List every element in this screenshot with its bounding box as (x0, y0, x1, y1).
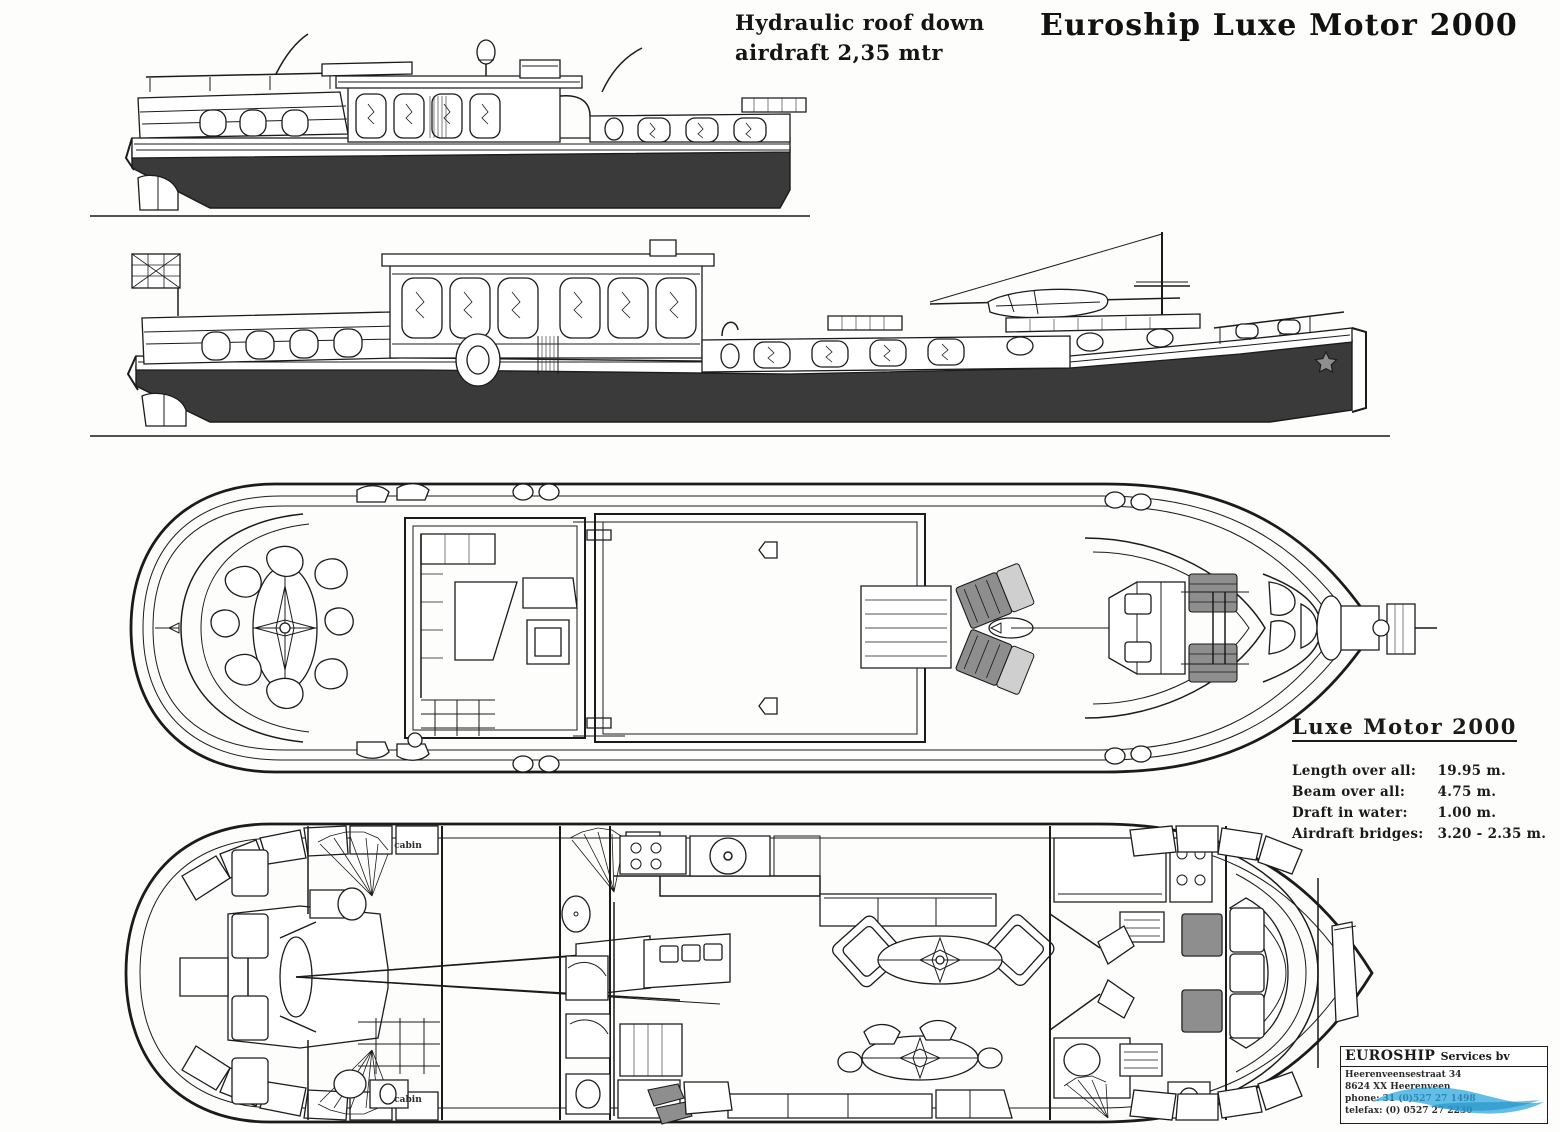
spec-value-airdraft: 3.20 - 2.35 m. (1437, 825, 1547, 842)
company-address: Heerenveensestraat 34 8624 XX Heerenveen… (1341, 1067, 1547, 1121)
drawing-title: Euroship Luxe Motor 2000 (1040, 8, 1518, 43)
spec-label-airdraft: Airdraft bridges: (1292, 825, 1424, 842)
spec-label-length: Length over all: (1292, 762, 1417, 779)
spec-row-beam: Beam over all: 4.75 m. (1292, 781, 1546, 802)
view-profile-full-starboard (90, 232, 1390, 450)
spec-label-beam: Beam over all: (1292, 783, 1406, 800)
spec-table: Length over all: 19.95 m. Beam over all:… (1292, 760, 1546, 844)
specification-block: Luxe Motor 2000 Length over all: 19.95 m… (1292, 714, 1546, 844)
view-profile-bow-section (90, 30, 810, 230)
spec-row-length: Length over all: 19.95 m. (1292, 760, 1546, 781)
company-address-line1: Heerenveensestraat 34 (1345, 1070, 1462, 1080)
spec-row-airdraft: Airdraft bridges: 3.20 - 2.35 m. (1292, 823, 1546, 844)
hydraulic-roof-note-line1: Hydraulic roof down (735, 10, 985, 35)
spec-label-draft: Draft in water: (1292, 804, 1408, 821)
spec-heading: Luxe Motor 2000 (1292, 714, 1518, 742)
spec-row-draft: Draft in water: 1.00 m. (1292, 802, 1546, 823)
company-name-row: EUROSHIP Services bv (1341, 1047, 1547, 1067)
company-address-line4: telefax: (0) 0527 27 2230 (1345, 1105, 1473, 1116)
plan-label-cabin-lower: cabin (394, 1095, 422, 1105)
view-deck-plan (125, 478, 1437, 778)
company-name-suffix: Services bv (1440, 1050, 1510, 1063)
company-info-box: EUROSHIP Services bv Heerenveensestraat … (1340, 1046, 1548, 1124)
company-name: EUROSHIP (1345, 1048, 1436, 1064)
company-address-line2: 8624 XX Heerenveen (1345, 1081, 1451, 1092)
hydraulic-roof-note: Hydraulic roof down airdraft 2,35 mtr (735, 8, 985, 69)
company-address-line3: phone: 31 (0)527 27 1498 (1345, 1093, 1476, 1104)
spec-value-draft: 1.00 m. (1437, 804, 1497, 821)
spec-value-length: 19.95 m. (1437, 762, 1506, 779)
plan-label-cabin-upper: cabin (394, 841, 422, 851)
spec-value-beam: 4.75 m. (1437, 783, 1497, 800)
hydraulic-roof-note-line2: airdraft 2,35 mtr (735, 40, 943, 66)
view-accommodation-plan: cabin cabin (120, 818, 1390, 1128)
